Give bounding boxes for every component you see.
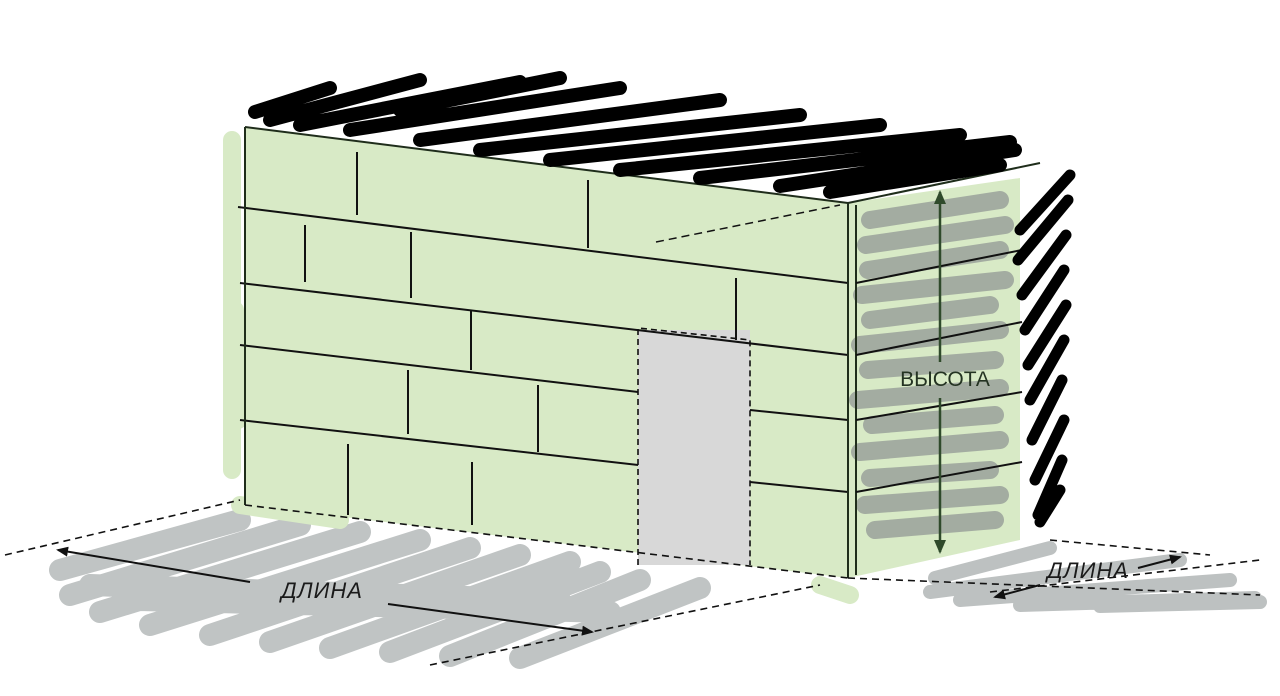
door-opening [638, 330, 750, 565]
front-length-arrow-left [56, 546, 251, 583]
base-dashed-lines [4, 499, 1261, 666]
height-dimension: ВЫСОТА [900, 190, 990, 554]
front-ground-shadow [49, 509, 711, 669]
wall-fill-smudges [223, 131, 859, 604]
door-outline [637, 327, 751, 565]
side-length-arrow-right [1137, 554, 1182, 569]
side-length-label: ДЛИНА [1044, 558, 1129, 583]
height-label: ВЫСОТА [900, 368, 990, 391]
side-edge-scribble [1012, 169, 1076, 528]
side-length-dimension: ДЛИНА [993, 554, 1182, 600]
front-length-dimension: ДЛИНА [56, 546, 594, 636]
side-ground-shadow [923, 541, 1267, 613]
roof-scribble [248, 71, 1022, 199]
brick-lines [237, 152, 849, 525]
side-length-arrow-left [993, 584, 1041, 600]
side-wall-shading [849, 191, 1014, 539]
front-length-arrow-right [387, 603, 594, 636]
front-length-label: ДЛИНА [278, 578, 363, 603]
